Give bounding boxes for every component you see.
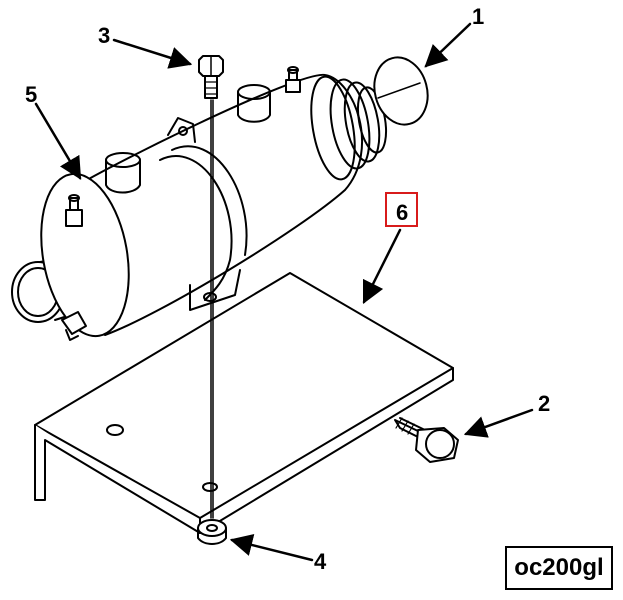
- grease-fitting: [65, 194, 83, 227]
- grease-fitting-top: [285, 66, 301, 93]
- callout-6: 6: [396, 200, 409, 225]
- mounting-bracket: [34, 272, 454, 534]
- callout-1: 1: [472, 4, 485, 29]
- callout-2: 2: [538, 391, 551, 416]
- drain-fitting: [61, 311, 87, 341]
- callout-5: 5: [25, 82, 38, 107]
- callout-3: 3: [98, 23, 111, 48]
- callout-4: 4: [314, 549, 327, 574]
- leader-lines: [34, 22, 534, 562]
- o-ring: [373, 56, 429, 126]
- figure-id-label: oc200gl: [505, 546, 613, 590]
- mounting-screw: [198, 55, 224, 99]
- hex-bolt: [394, 417, 459, 463]
- lock-nut: [197, 519, 227, 545]
- highlight-box: [385, 192, 418, 227]
